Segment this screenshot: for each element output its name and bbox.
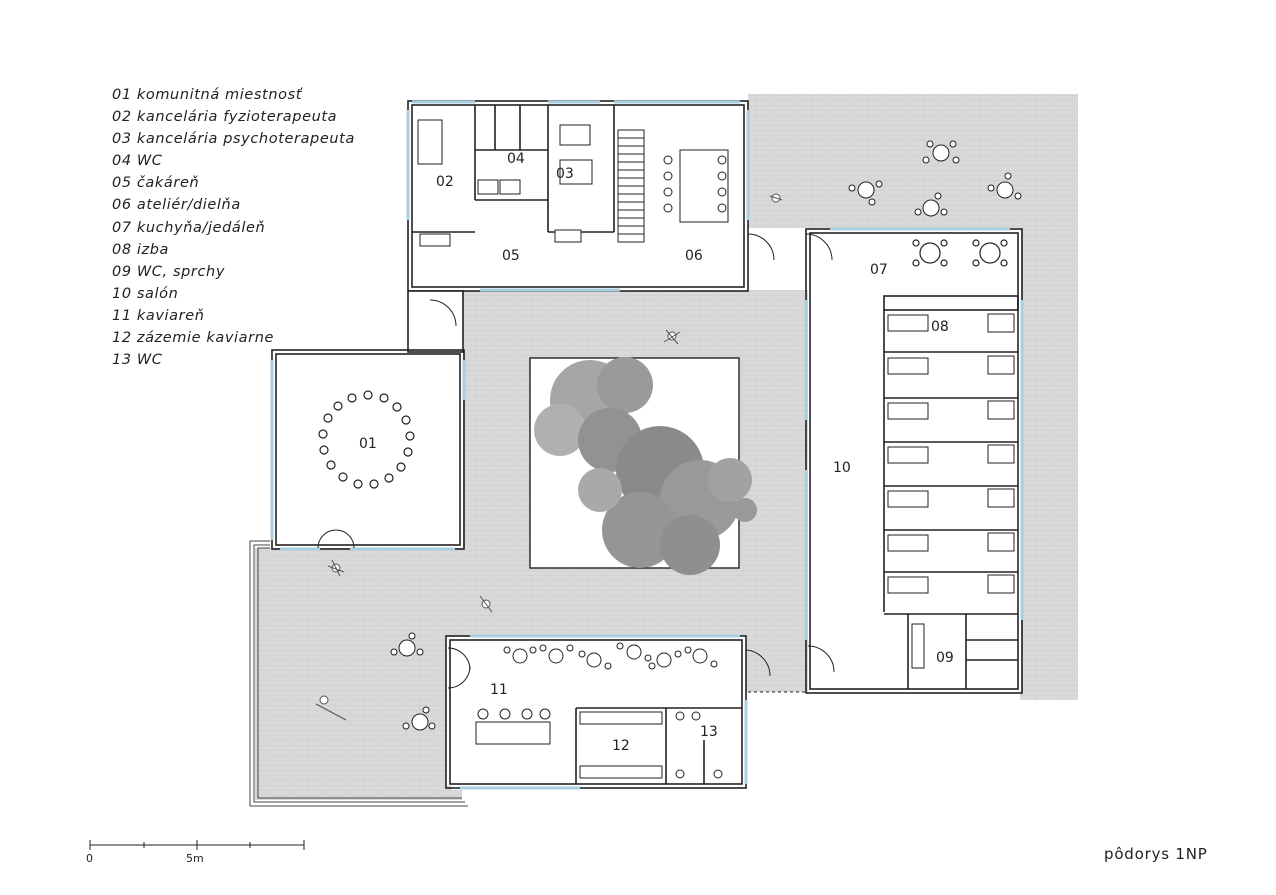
legend-item: 05 čakáreň [112, 175, 200, 192]
legend-item: 12 zázemie kaviarne [112, 330, 275, 347]
person-icon [663, 329, 681, 345]
paving-courtyard-south [745, 636, 809, 692]
legend-item: 09 WC, sprchy [112, 263, 226, 280]
dining-tables [912, 239, 1008, 267]
legend-item: 13 WC [112, 352, 163, 369]
cafe-glazing [460, 634, 748, 790]
legend-item: 07 kuchyňa/jedáleň [112, 219, 266, 236]
room-label-03: 03 [556, 166, 574, 182]
room-label-04: 04 [507, 151, 525, 167]
legend-item: 10 salón [112, 285, 179, 302]
chair-circle [318, 390, 415, 489]
room-label-05: 05 [502, 248, 520, 264]
community-door [317, 529, 355, 549]
person-icon [315, 695, 347, 721]
room-label-01: 01 [359, 436, 377, 452]
community-glazing [270, 360, 466, 551]
person-icon [479, 595, 493, 613]
cafe-doors [447, 647, 771, 689]
legend: 01 komunitná miestnosť 02 kancelária fyz… [112, 84, 355, 371]
room-label-09: 09 [936, 650, 954, 666]
east-glazing [804, 227, 1024, 640]
room-label-06: 06 [685, 248, 703, 264]
connector [407, 290, 464, 353]
east-doors [747, 233, 835, 673]
room-label-07: 07 [870, 262, 888, 278]
room-label-02: 02 [436, 174, 454, 190]
room-label-10: 10 [833, 460, 851, 476]
cafe-furniture [475, 642, 723, 779]
room-label-11: 11 [490, 682, 508, 698]
room-units [887, 313, 1015, 669]
person-icon [769, 193, 783, 203]
north-glazing [406, 100, 750, 292]
scale-bar [89, 840, 305, 850]
paving-east [748, 94, 1078, 700]
scale-label-mid: 5m [186, 852, 204, 865]
staircase [617, 129, 645, 243]
tree-planter [529, 357, 757, 575]
paving-terrace [255, 548, 463, 800]
legend-item: 06 ateliér/dielňa [112, 197, 241, 214]
people [315, 193, 783, 721]
outdoor-tables [390, 140, 1022, 731]
room-label-13: 13 [700, 724, 718, 740]
tree-icon [534, 357, 757, 575]
legend-item: 01 komunitná miestnosť [112, 87, 303, 103]
room-label-12: 12 [612, 738, 630, 754]
north-furniture [417, 119, 729, 247]
legend-item: 08 izba [112, 241, 169, 258]
person-icon [327, 559, 345, 577]
sheet-title: pôdorys 1NP [1104, 845, 1208, 863]
terrace-edge [249, 540, 468, 807]
legend-item: 02 kancelária fyzioterapeuta [112, 109, 338, 126]
scale-label-start: 0 [86, 852, 93, 865]
workshop-chairs [663, 155, 727, 213]
legend-item: 03 kancelária psychoterapeuta [112, 131, 355, 148]
legend-item: 11 kaviareň [112, 307, 205, 324]
legend-item: 04 WC [112, 153, 163, 170]
room-label-08: 08 [931, 319, 949, 335]
